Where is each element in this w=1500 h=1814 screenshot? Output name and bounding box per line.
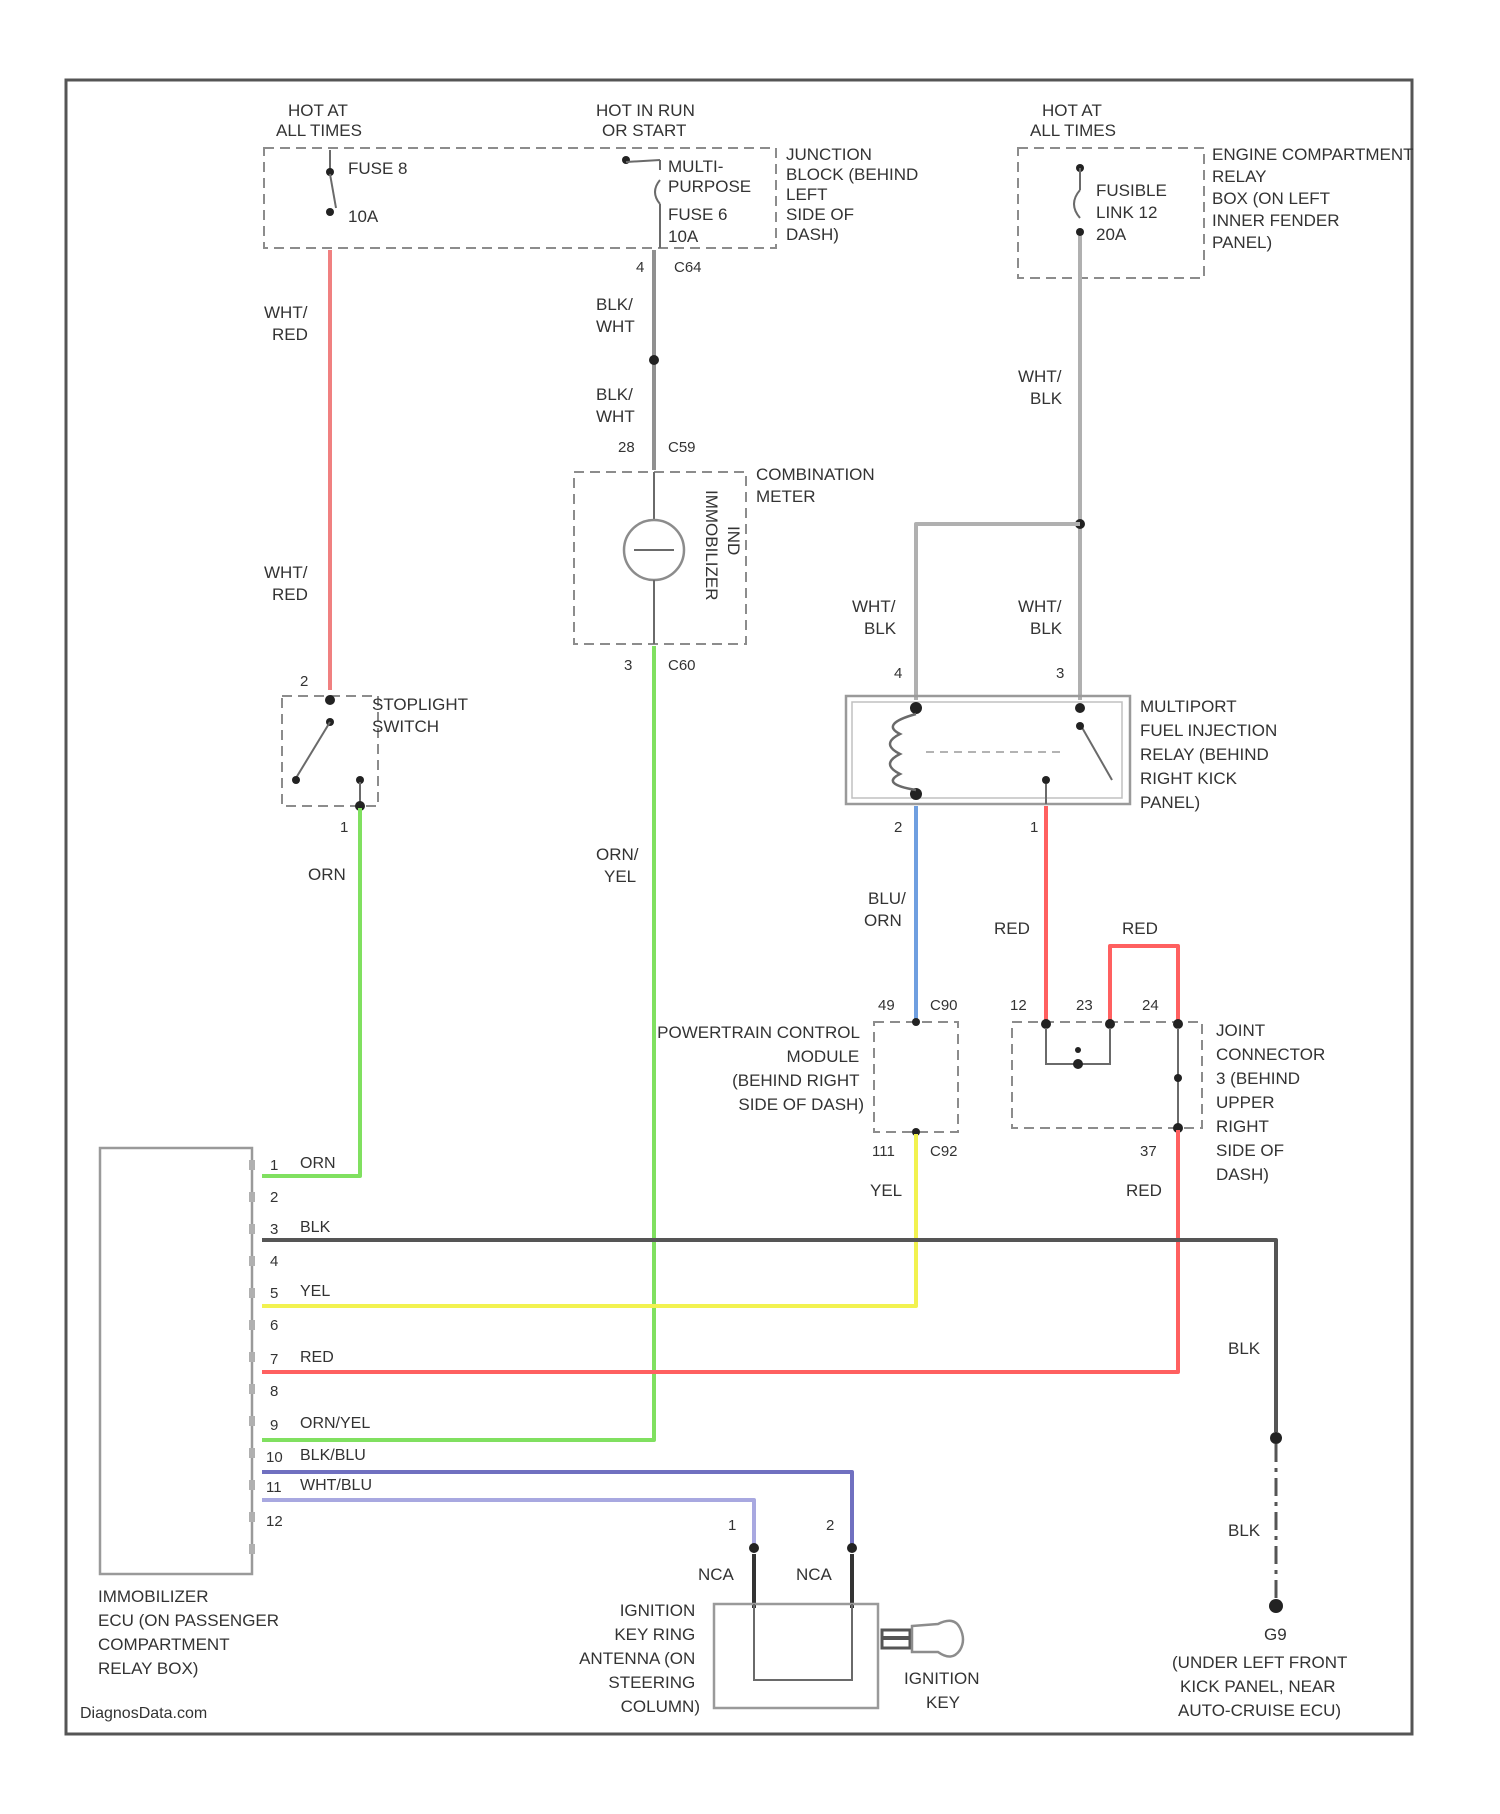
wire-label-blu-orn: BLU/ORN	[864, 889, 906, 930]
junction-block-label: JUNCTION BLOCK (BEHIND LEFT SIDE OF DASH…	[786, 145, 923, 244]
wire-label-blk-1: BLK	[1228, 1339, 1261, 1358]
immobilizer-ecu-label: IMMOBILIZER ECU (ON PASSENGER COMPARTMEN…	[98, 1587, 284, 1678]
ecu-pin-2: 2	[270, 1189, 278, 1206]
relay-pin-4: 4	[894, 665, 902, 682]
wire-label-yel: YEL	[870, 1181, 902, 1200]
meter-pin-28: 28	[618, 439, 635, 456]
wire-label-orn-yel: ORN/YEL	[596, 845, 639, 886]
ignition-antenna-label: IGNITION KEY RING ANTENNA (ON STEERING C…	[579, 1601, 700, 1716]
relay-coil-icon	[890, 714, 916, 790]
joint-connector-label: JOINT CONNECTOR 3 (BEHIND UPPER RIGHT SI…	[1216, 1021, 1330, 1184]
fuse-8-amp: 10A	[348, 207, 379, 226]
ignition-key-icon	[882, 1621, 963, 1657]
fuse-6-label: FUSE 6	[668, 205, 728, 224]
pcm-connector-c90: C90	[930, 997, 958, 1014]
stoplight-pin-2: 2	[300, 673, 308, 690]
joint-pin-37: 37	[1140, 1143, 1157, 1160]
wire-label-wht-red-2: WHT/RED	[264, 563, 308, 604]
mfi-relay-label: MULTIPORT FUEL INJECTION RELAY (BEHIND R…	[1140, 697, 1282, 812]
fusible-link-label: FUSIBLE LINK 12 20A	[1096, 181, 1172, 244]
wire-wht-blu	[262, 1500, 754, 1548]
engine-relay-box-label: ENGINE COMPARTMENT RELAY BOX (ON LEFT IN…	[1212, 145, 1418, 252]
ecu-pin-7: 7	[270, 1351, 278, 1368]
ecu-wire-label-red: RED	[300, 1349, 334, 1366]
joint-pin-24: 24	[1142, 997, 1159, 1014]
powertrain-control-module	[874, 1018, 958, 1136]
ecu-wire-label-blk-blu: BLK/BLU	[300, 1447, 366, 1464]
pcm-connector-c92: C92	[930, 1143, 958, 1160]
junction-connector-c64: C64	[674, 259, 702, 276]
ecu-pin-11: 11	[266, 1479, 282, 1496]
stoplight-switch	[282, 695, 378, 811]
wire-label-orn: ORN	[308, 865, 346, 884]
wire-label-wht-blk-1: WHT/BLK	[1018, 367, 1063, 408]
antenna-pin-1: 1	[728, 1517, 736, 1534]
ecu-pin-10: 10	[266, 1449, 283, 1466]
ground-g9-label: G9	[1264, 1625, 1287, 1644]
wire-label-wht-blk-3: WHT/BLK	[1018, 597, 1063, 638]
mfi-relay	[846, 696, 1130, 804]
ecu-wire-label-yel: YEL	[300, 1283, 330, 1300]
wire-orn	[262, 808, 360, 1176]
junction-pin-4: 4	[636, 259, 644, 276]
wire-label-red-3: RED	[1126, 1181, 1162, 1200]
pcm-label: POWERTRAIN CONTROL MODULE (BEHIND RIGHT …	[657, 1023, 864, 1114]
relay-pin-3: 3	[1056, 665, 1064, 682]
nca-label-1: NCA	[698, 1565, 735, 1584]
ecu-pin-8: 8	[270, 1383, 278, 1400]
ecu-pin-6: 6	[270, 1317, 278, 1334]
meter-connector-c60: C60	[668, 657, 696, 674]
ecu-pin-4: 4	[270, 1253, 278, 1270]
ecu-wire-label-blk: BLK	[300, 1219, 331, 1236]
ecu-wire-label-wht-blu: WHT/BLU	[300, 1477, 372, 1494]
ecu-pin-3: 3	[270, 1221, 278, 1238]
ignition-key-label: IGNITION KEY	[904, 1669, 984, 1712]
meter-pin-3: 3	[624, 657, 632, 674]
pcm-pin-111: 111	[872, 1143, 895, 1160]
ecu-wire-label-orn: ORN	[300, 1155, 336, 1172]
relay-pin-1: 1	[1030, 819, 1038, 836]
ground-location-label: (UNDER LEFT FRONT KICK PANEL, NEAR AUTO-…	[1172, 1653, 1352, 1720]
ground-symbol-icon	[1269, 1599, 1283, 1613]
joint-pin-23: 23	[1076, 997, 1093, 1014]
ecu-pin-1: 1	[270, 1157, 278, 1174]
stoplight-pin-1: 1	[340, 819, 348, 836]
wire-label-red-2: RED	[1122, 919, 1158, 938]
relay-pin-2: 2	[894, 819, 902, 836]
wire-label-wht-blk-2: WHT/BLK	[852, 597, 897, 638]
antenna-pin-2: 2	[826, 1517, 834, 1534]
immobilizer-ecu	[100, 1148, 252, 1574]
fuse-8-label: FUSE 8	[348, 159, 408, 178]
joint-pin-12: 12	[1010, 997, 1027, 1014]
wire-label-blk-wht-2: BLK/WHT	[596, 385, 635, 426]
fuse-6-amp: 10A	[668, 227, 699, 246]
wire-blk-ground	[262, 1240, 1276, 1432]
wire-label-wht-red-1: WHT/RED	[264, 303, 308, 344]
wire-red-ecu	[262, 1130, 1178, 1372]
ecu-pin-numbers: 1 2 3 4 5 6 7 8 9 10 11 12	[266, 1157, 283, 1530]
ecu-pin-5: 5	[270, 1285, 278, 1302]
pcm-pin-49: 49	[878, 997, 895, 1014]
watermark: DiagnosData.com	[80, 1705, 207, 1722]
ecu-wire-label-orn-yel: ORN/YEL	[300, 1415, 370, 1432]
wire-orn-yel	[262, 646, 654, 1440]
ecu-wire-labels: ORN BLK YEL RED ORN/YEL BLK/BLU WHT/BLU	[300, 1155, 372, 1494]
ecu-pin-12: 12	[266, 1513, 283, 1530]
meter-connector-c59: C59	[668, 439, 696, 456]
multi-purpose-label: MULTI-PURPOSE	[668, 157, 751, 196]
nca-label-2: NCA	[796, 1565, 833, 1584]
wire-label-blk-2: BLK	[1228, 1521, 1261, 1540]
ecu-pin-9: 9	[270, 1417, 278, 1434]
joint-connector-3	[1012, 1019, 1202, 1133]
wire-label-blk-wht-1: BLK/WHT	[596, 295, 635, 336]
wire-label-red-1: RED	[994, 919, 1030, 938]
